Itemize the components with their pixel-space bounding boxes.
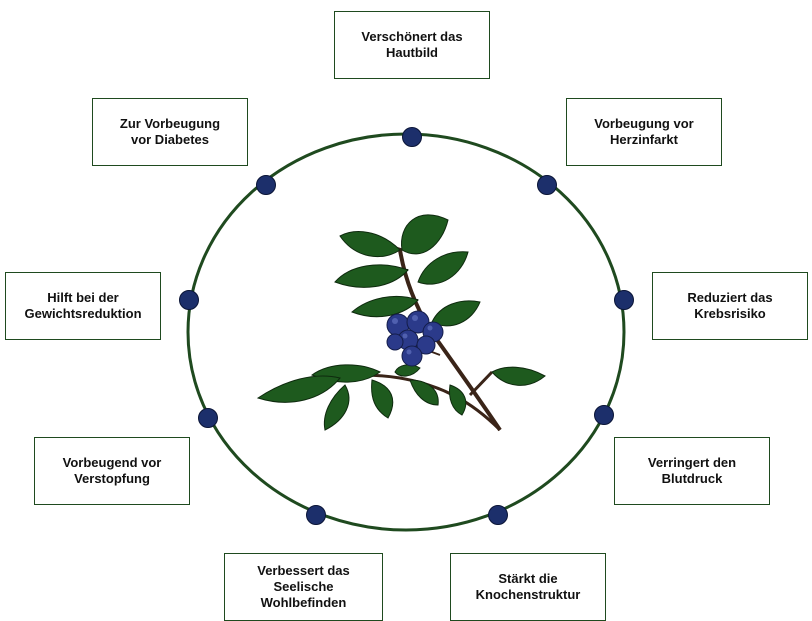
node-krebsrisiko	[614, 290, 634, 310]
benefit-box-blutdruck: Verringert den Blutdruck	[614, 437, 770, 505]
benefit-box-diabetes: Zur Vorbeugung vor Diabetes	[92, 98, 248, 166]
node-knochenstruktur	[488, 505, 508, 525]
benefit-box-knochenstruktur: Stärkt die Knochenstruktur	[450, 553, 606, 621]
benefit-box-herzinfarkt: Vorbeugung vor Herzinfarkt	[566, 98, 722, 166]
node-verstopfung	[198, 408, 218, 428]
node-diabetes	[256, 175, 276, 195]
blueberry-branch-icon	[256, 214, 546, 432]
benefit-box-hautbild: Verschönert das Hautbild	[334, 11, 490, 79]
node-blutdruck	[594, 405, 614, 425]
benefit-box-wohlbefinden: Verbessert das Seelische Wohlbefinden	[224, 553, 383, 621]
benefit-box-verstopfung: Vorbeugend vor Verstopfung	[34, 437, 190, 505]
benefit-box-krebsrisiko: Reduziert das Krebsrisiko	[652, 272, 808, 340]
node-wohlbefinden	[306, 505, 326, 525]
node-gewichtsreduktion	[179, 290, 199, 310]
benefit-box-gewichtsreduktion: Hilft bei der Gewichtsreduktion	[5, 272, 161, 340]
node-hautbild	[402, 127, 422, 147]
node-herzinfarkt	[537, 175, 557, 195]
